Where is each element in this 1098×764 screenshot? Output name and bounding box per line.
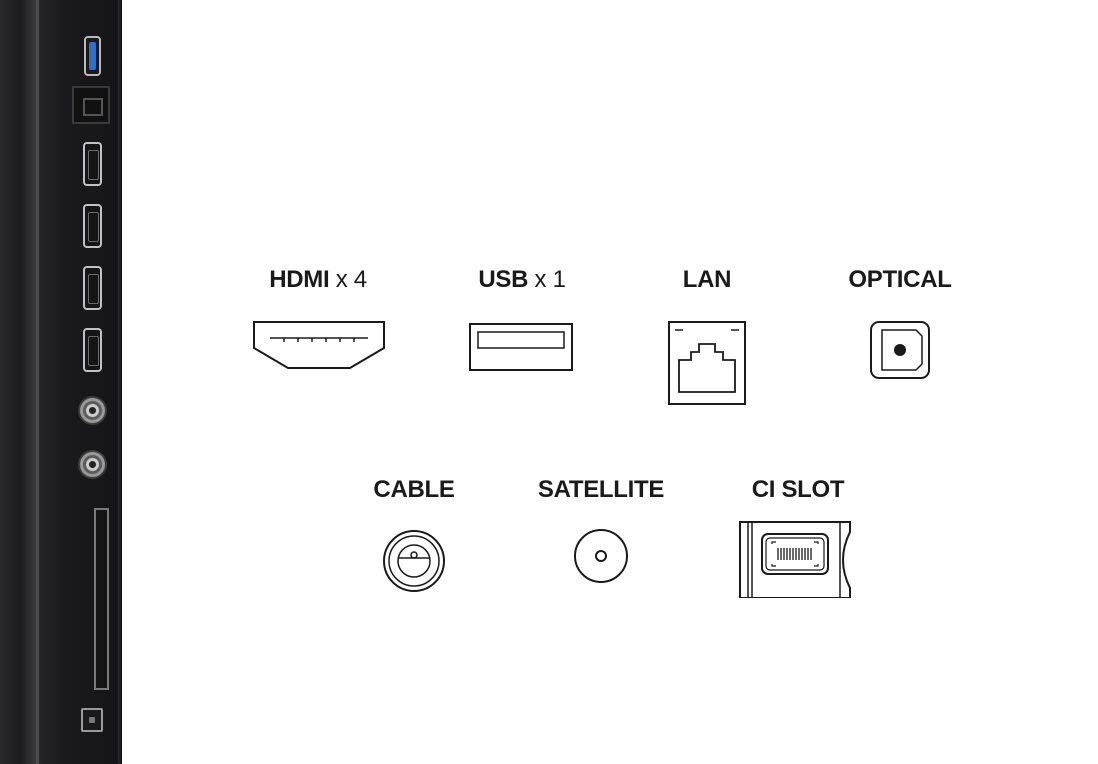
satellite-port-icon (574, 529, 628, 583)
panel-edge (118, 0, 122, 764)
panel-hdmi-port-2 (83, 204, 102, 248)
panel-hdmi-port-1 (83, 142, 102, 186)
coax-cable-port-icon (383, 530, 445, 592)
connector-label: HDMI x 4 (228, 266, 408, 294)
connector-label: SATELLITE (511, 476, 691, 504)
connector-name: CABLE (373, 476, 455, 503)
panel-bezel-strip (36, 0, 39, 764)
panel-usb-port (84, 36, 101, 76)
ci-slot-icon (739, 521, 851, 598)
optical-port-icon (870, 321, 930, 379)
connector-name: USB (478, 266, 529, 293)
panel-ci-slot (94, 508, 109, 690)
lan-port-icon (668, 321, 746, 405)
connector-name: SATELLITE (537, 476, 665, 503)
panel-satellite-port (78, 450, 107, 479)
connector-multiplier: x 4 (335, 266, 367, 293)
panel-optical-port (81, 708, 103, 732)
tv-side-panel (0, 0, 122, 764)
connector-multiplier: x 1 (534, 266, 566, 293)
connector-name: LAN (682, 266, 732, 293)
panel-hdmi-port-4 (83, 328, 102, 372)
connector-label: CABLE (324, 476, 504, 504)
connector-ci-slot: CI SLOT (708, 476, 888, 598)
connector-optical: OPTICAL (810, 266, 990, 379)
connector-usb: USB x 1 (432, 266, 612, 371)
connector-hdmi: HDMI x 4 (228, 266, 408, 369)
connector-label: CI SLOT (708, 476, 888, 504)
panel-cable-port (78, 396, 107, 425)
usb-port-icon (469, 323, 573, 371)
connector-label: USB x 1 (432, 266, 612, 294)
connector-name: OPTICAL (848, 266, 952, 293)
connector-cable: CABLE (324, 476, 504, 592)
panel-lan-port (72, 86, 110, 124)
connector-name: CI SLOT (751, 476, 845, 503)
connector-label: LAN (617, 266, 797, 294)
hdmi-port-icon (253, 321, 385, 369)
connector-name: HDMI (269, 266, 330, 293)
panel-hdmi-port-3 (83, 266, 102, 310)
connector-lan: LAN (617, 266, 797, 405)
connector-satellite: SATELLITE (511, 476, 691, 583)
connector-label: OPTICAL (810, 266, 990, 294)
